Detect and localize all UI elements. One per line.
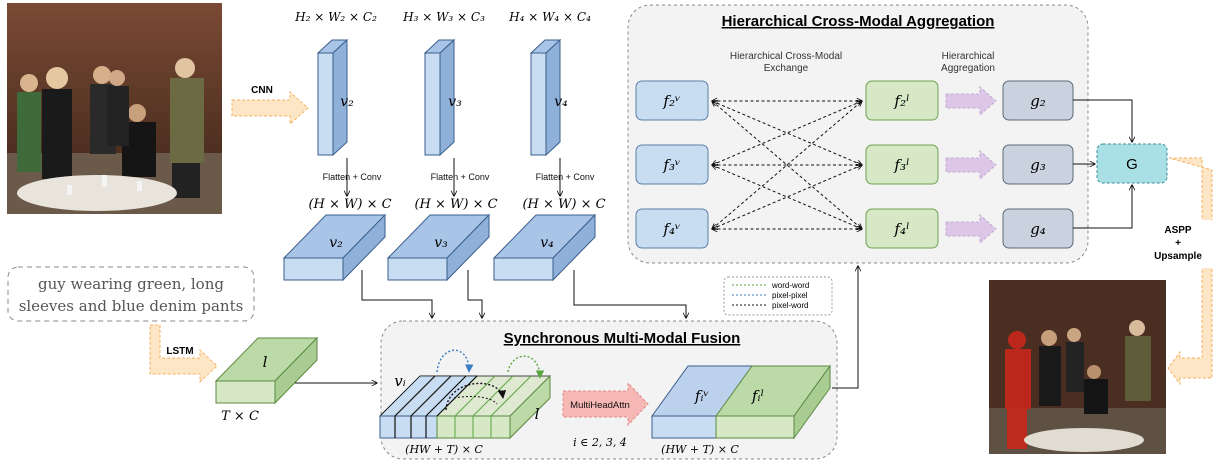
query-line-2: sleeves and blue denim pants bbox=[19, 297, 244, 315]
hcam-title: Hierarchical Cross-Modal Aggregation bbox=[722, 13, 995, 30]
index-set-label: i ∈ 2, 3, 4 bbox=[573, 436, 627, 449]
f4v-box: f₄ᵛ bbox=[635, 208, 709, 249]
svg-text:fᵢˡ: fᵢˡ bbox=[751, 387, 764, 405]
legend-word-word: word-word bbox=[771, 281, 809, 290]
svg-text:v₃: v₃ bbox=[434, 235, 448, 251]
g2-box: g₂ bbox=[1002, 80, 1074, 121]
input-photo bbox=[7, 3, 222, 214]
language-feature-slab: l bbox=[214, 336, 319, 405]
dim-label-v3: H₃ × W₃ × C₃ bbox=[402, 10, 485, 24]
concat-dim-label: (HW + T) × C bbox=[405, 443, 483, 456]
v2-flat-slab: v₂ bbox=[282, 213, 387, 282]
svg-text:fᵢᵛ: fᵢᵛ bbox=[694, 387, 709, 405]
g-to-G-arrows bbox=[1073, 99, 1132, 229]
svg-text:g₃: g₃ bbox=[1030, 156, 1046, 174]
legend-pixel-word: pixel-word bbox=[772, 301, 808, 310]
flatten-arrows bbox=[347, 158, 560, 196]
svg-text:v₄: v₄ bbox=[540, 235, 554, 251]
multihead-arrow bbox=[562, 381, 649, 427]
svg-text:v₃: v₃ bbox=[448, 94, 462, 110]
svg-text:v₂: v₂ bbox=[340, 94, 354, 110]
svg-text:f₂ˡ: f₂ˡ bbox=[893, 92, 909, 110]
svg-text:f₂ᵛ: f₂ᵛ bbox=[662, 92, 680, 110]
aggregation-label-2: Aggregation bbox=[941, 63, 995, 74]
svg-text:G: G bbox=[1126, 156, 1138, 173]
v3-flat-slab: v₃ bbox=[386, 213, 491, 282]
svg-text:v₂: v₂ bbox=[329, 235, 343, 251]
v2-feature-map: v₂ bbox=[316, 38, 354, 157]
svg-text:f₄ᵛ: f₄ᵛ bbox=[662, 220, 680, 238]
flatten-label-v3: Flatten + Conv bbox=[431, 172, 490, 182]
G-box: G bbox=[1096, 143, 1168, 184]
f3l-box: f₃ˡ bbox=[865, 144, 939, 185]
exchange-label-1: Hierarchical Cross-Modal bbox=[730, 51, 842, 62]
v3-feature-map: v₃ bbox=[423, 38, 462, 157]
flatten-label-v2: Flatten + Conv bbox=[323, 172, 382, 182]
flat-dim-v3: (H × W) × C bbox=[414, 197, 497, 212]
output-segmentation-photo bbox=[989, 280, 1166, 454]
v-i-label: vᵢ bbox=[394, 372, 406, 390]
svg-text:f₃ᵛ: f₃ᵛ bbox=[662, 156, 680, 174]
lstm-label: LSTM bbox=[166, 346, 193, 357]
lstm-arrow bbox=[149, 324, 218, 384]
aggregation-arrows bbox=[945, 85, 997, 245]
svg-text:f₃ˡ: f₃ˡ bbox=[893, 156, 909, 174]
f2v-box: f₂ᵛ bbox=[635, 80, 709, 121]
f3v-box: f₃ᵛ bbox=[635, 144, 709, 185]
slab-to-fusion-arrows bbox=[361, 270, 686, 318]
flat-dim-v2: (H × W) × C bbox=[308, 197, 391, 212]
multihead-label: MultiHeadAttn bbox=[570, 400, 630, 411]
g4-box: g₄ bbox=[1002, 208, 1074, 249]
svg-text:l: l bbox=[263, 353, 268, 371]
lang-dim-label: T × C bbox=[221, 409, 259, 424]
v4-feature-map: v₄ bbox=[529, 38, 568, 157]
concat-token-slab bbox=[379, 374, 551, 440]
f4l-box: f₄ˡ bbox=[865, 208, 939, 249]
fusion-to-hcam-arrow bbox=[832, 266, 858, 389]
cnn-label: CNN bbox=[251, 85, 273, 96]
aggregation-label-1: Hierarchical bbox=[942, 51, 995, 62]
g3-box: g₃ bbox=[1002, 144, 1074, 185]
aspp-label: ASPP bbox=[1164, 225, 1192, 236]
legend: word-word pixel-pixel pixel-word bbox=[723, 276, 833, 316]
dim-label-v2: H₂ × W₂ × C₂ bbox=[294, 10, 377, 24]
v4-flat-slab: v₄ bbox=[492, 213, 597, 282]
fused-output-slab: fᵢᵛ fᵢˡ bbox=[651, 364, 831, 440]
cnn-arrow bbox=[231, 90, 309, 126]
upsample-label: Upsample bbox=[1154, 251, 1202, 262]
smmf-title: Synchronous Multi-Modal Fusion bbox=[504, 330, 741, 347]
svg-text:v₄: v₄ bbox=[554, 94, 568, 110]
fused-dim-label: (HW + T) × C bbox=[661, 443, 739, 456]
legend-pixel-pixel: pixel-pixel bbox=[772, 291, 808, 300]
svg-text:g₂: g₂ bbox=[1030, 92, 1046, 110]
word-word-arc bbox=[507, 355, 545, 379]
exchange-label-2: Exchange bbox=[764, 63, 809, 74]
query-box bbox=[7, 266, 255, 322]
query-line-1: guy wearing green, long bbox=[38, 275, 224, 293]
dim-label-v4: H₄ × W₄ × C₄ bbox=[508, 10, 591, 24]
pixel-word-arc-2 bbox=[453, 395, 498, 405]
aspp-arrow bbox=[1167, 157, 1213, 386]
svg-text:g₄: g₄ bbox=[1030, 220, 1046, 238]
l-label: l bbox=[535, 405, 540, 423]
f2l-box: f₂ˡ bbox=[865, 80, 939, 121]
flatten-label-v4: Flatten + Conv bbox=[536, 172, 595, 182]
aspp-plus: + bbox=[1175, 238, 1181, 249]
flat-dim-v4: (H × W) × C bbox=[522, 197, 605, 212]
cross-exchange-arrows bbox=[712, 101, 862, 229]
pixel-word-arc bbox=[445, 382, 507, 411]
svg-text:f₄ˡ: f₄ˡ bbox=[893, 220, 909, 238]
